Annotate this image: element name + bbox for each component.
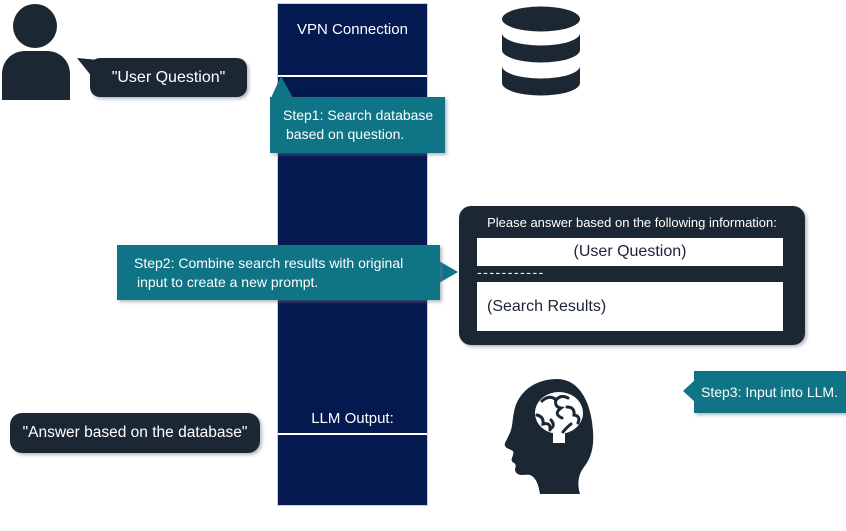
prompt-box: Please answer based on the following inf… [459,206,805,345]
prompt-search-results-text: (Search Results) [487,298,607,315]
pipe-divider-bottom [278,433,427,435]
user-question-text: "User Question" [111,69,226,86]
user-question-bubble: "User Question" [90,58,247,97]
llm-output-label: LLM Output: [311,410,394,427]
step1-callout: Step1: Search database based on question… [270,97,445,153]
prompt-user-question-field: (User Question) [477,238,783,266]
step2-callout-tail [439,261,458,283]
answer-bubble: "Answer based on the database" [10,413,260,453]
step2-line2: input to create a new prompt. [137,274,319,290]
pipe-divider-top [278,75,427,77]
step3-line1: Step3: Input into LLM. [701,384,838,400]
prompt-user-question-text: (User Question) [573,243,687,260]
step2-callout: Step2: Combine search results with origi… [117,245,440,300]
prompt-header: Please answer based on the following inf… [487,215,777,230]
step2-line1: Step2: Combine search results with origi… [134,255,404,271]
answer-text: "Answer based on the database" [22,424,248,441]
person-icon [2,4,70,100]
step3-callout: Step3: Input into LLM. [694,371,846,413]
prompt-divider-dashes: ----------- [477,264,545,280]
prompt-search-results-field: (Search Results) [477,282,783,331]
database-icon [502,6,580,96]
step1-line1: Step1: Search database [283,107,434,123]
step1-line2: based on question. [286,126,405,142]
vpn-connection-label: VPN Connection [297,21,408,38]
brain-head-icon [504,379,594,494]
